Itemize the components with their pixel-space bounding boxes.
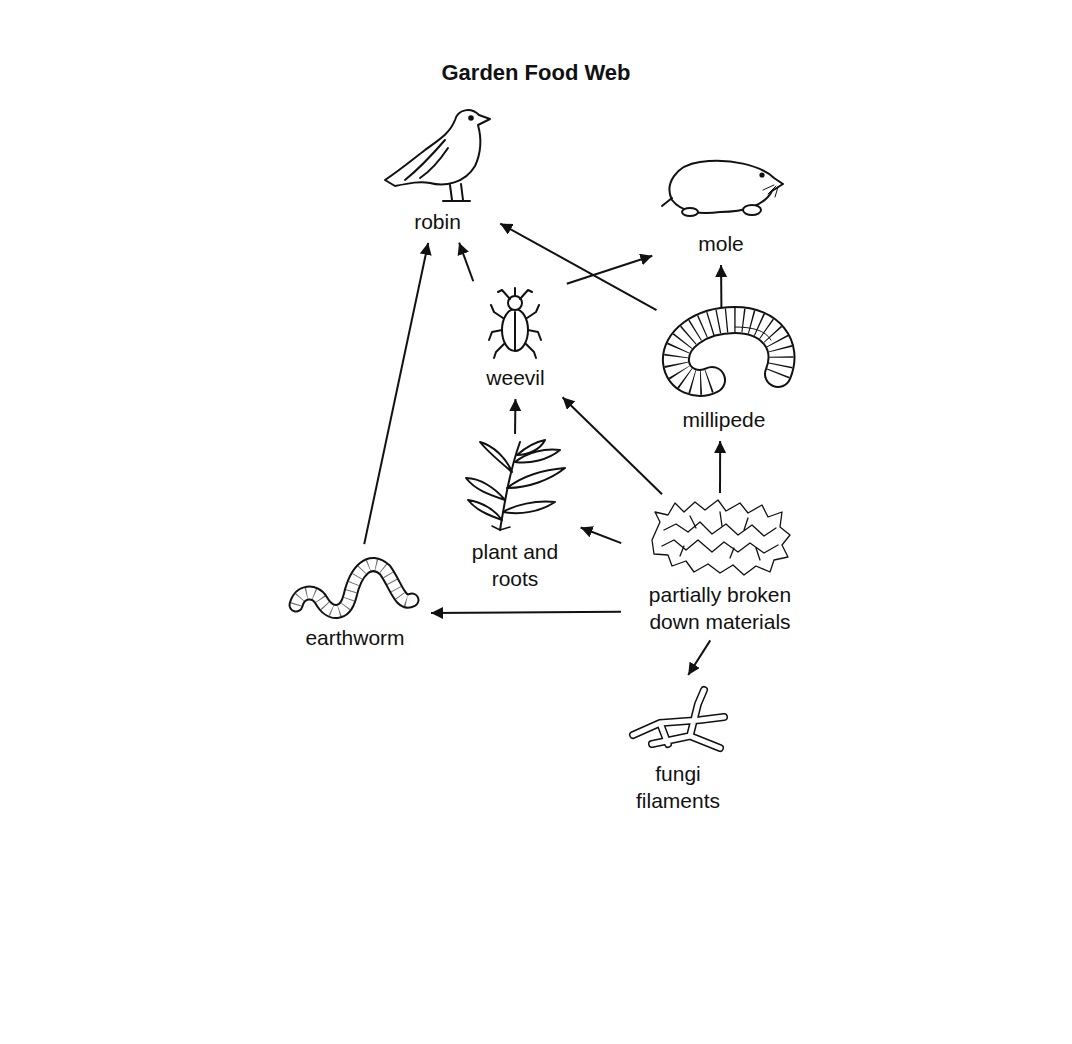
food-arrow	[719, 441, 721, 493]
food-arrow	[431, 612, 621, 613]
organism-label: partially broken down materials	[630, 581, 810, 635]
organism-node: weevil	[468, 285, 563, 393]
organism-label: fungi filaments	[623, 760, 733, 814]
organism-label: robin	[383, 208, 493, 235]
plant-drawing	[466, 440, 565, 530]
organism-label: plant and roots	[465, 538, 565, 592]
food-arrow	[581, 528, 622, 544]
organism-label: earthworm	[290, 624, 420, 651]
leaf-litter-drawing	[652, 500, 790, 575]
mole-drawing	[662, 161, 783, 216]
food-arrow	[720, 265, 722, 308]
millipede-drawing	[676, 320, 782, 383]
food-arrow	[563, 397, 662, 494]
food-arrow	[500, 224, 656, 311]
organism-label: mole	[661, 230, 781, 257]
robin-drawing	[385, 110, 490, 201]
weevil-drawing	[489, 288, 541, 358]
organism-node: mole	[658, 158, 784, 259]
food-arrow	[364, 243, 428, 544]
food-arrow	[459, 243, 473, 282]
organism-node: earthworm	[285, 548, 425, 653]
organism-label: millipede	[664, 406, 784, 433]
organism-node: millipede	[660, 312, 788, 435]
food-arrow	[514, 399, 516, 434]
diagram-title: Garden Food Web	[0, 60, 1072, 86]
organism-node: fungi filaments	[620, 680, 736, 816]
organism-node: robin	[380, 106, 495, 237]
organism-node: partially broken down materials	[625, 497, 815, 637]
organism-label: weevil	[471, 364, 561, 391]
food-arrow	[567, 256, 652, 284]
earthworm-drawing	[296, 564, 412, 611]
organism-node: plant and roots	[455, 438, 575, 594]
food-arrow	[688, 640, 710, 675]
fungi-drawing	[633, 690, 724, 748]
